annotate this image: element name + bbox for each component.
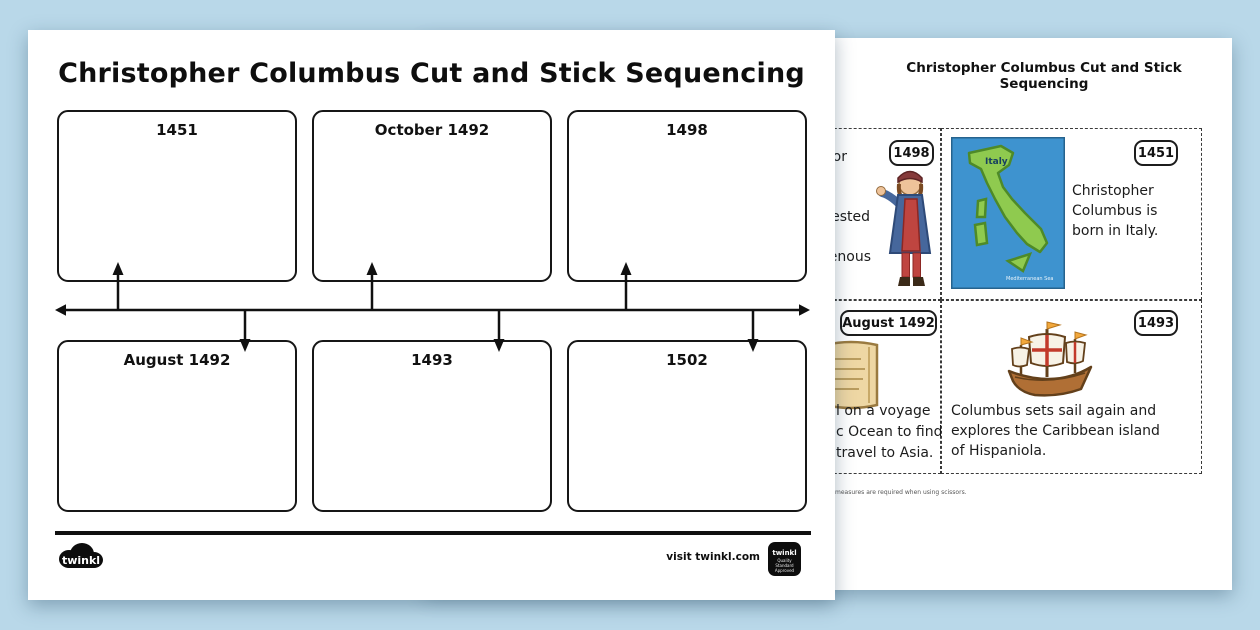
twinkl-logo: twinkl	[59, 543, 103, 568]
ship-illustration	[1007, 321, 1093, 397]
card-1498-text-fragment: enous	[828, 249, 871, 265]
card-august-1492-text-fragment: l on a voyage	[836, 403, 931, 419]
parchment-illustration	[823, 340, 879, 410]
columbus-figure-illustration	[876, 170, 932, 286]
card-1493-text-line: explores the Caribbean island	[951, 423, 1160, 439]
page1-title: Christopher Columbus Cut and Stick Seque…	[58, 58, 805, 89]
cutout-card-1493: 1493 Columbus sets sail again and explor…	[941, 300, 1202, 474]
badge-subtext: Quality Standard	[775, 558, 794, 568]
timeline-box-label: 1502	[666, 351, 708, 369]
timeline-right-arrowhead	[799, 304, 810, 316]
footer-divider-line	[55, 531, 811, 535]
year-badge-1451: 1451	[1134, 140, 1178, 166]
timeline-box-1498: 1498	[567, 110, 807, 282]
card-1498-text-fragment: or	[832, 149, 847, 165]
year-badge-1498: 1498	[889, 140, 934, 166]
timeline-box-1502: 1502	[567, 340, 807, 512]
twinkl-quality-badge: twinkl Quality Standard Approved	[768, 542, 801, 576]
badge-subtext: Approved	[774, 568, 795, 573]
timeline-box-october-1492: October 1492	[312, 110, 552, 282]
card-1498-text-fragment: ested	[831, 209, 870, 225]
worksheet-page-1: Christopher Columbus Cut and Stick Seque…	[28, 30, 835, 600]
timeline-box-august-1492: August 1492	[57, 340, 297, 512]
card-august-1492-text-fragment: c Ocean to find	[836, 424, 943, 440]
card-1493-text: Columbus sets sail again and explores th…	[951, 401, 1196, 461]
year-badge-1493: 1493	[1134, 310, 1178, 336]
card-1451-text-line: born in Italy.	[1072, 223, 1159, 239]
map-country-label: Italy	[985, 157, 1008, 167]
card-august-1492-text-fragment: travel to Asia.	[836, 445, 934, 461]
timeline-box-1451: 1451	[57, 110, 297, 282]
year-badge-august-1492: August 1492	[840, 310, 937, 336]
timeline-box-label: 1451	[156, 121, 198, 139]
timeline-box-label: August 1492	[123, 351, 231, 369]
timeline-box-label: 1493	[411, 351, 453, 369]
timeline-box-1493: 1493	[312, 340, 552, 512]
twinkl-logo-text: twinkl	[62, 554, 100, 567]
visit-twinkl-link-text: visit twinkl.com	[666, 551, 760, 563]
card-1451-text-line: Christopher	[1072, 183, 1154, 199]
badge-brand-text: twinkl	[772, 549, 797, 557]
italy-map-illustration: Italy Mediterranean Sea	[951, 137, 1065, 289]
card-1451-text-line: Columbus is	[1072, 203, 1158, 219]
card-1493-text-line: of Hispaniola.	[951, 443, 1047, 459]
map-sea-label: Mediterranean Sea	[1006, 276, 1053, 282]
card-1451-text: Christopher Columbus is born in Italy.	[1072, 181, 1200, 241]
card-1493-text-line: Columbus sets sail again and	[951, 403, 1157, 419]
timeline-box-label: 1498	[666, 121, 708, 139]
card-august-1492-text: l on a voyage c Ocean to find travel to …	[836, 401, 942, 464]
scissors-safety-note: measures are required when using scissor…	[835, 489, 967, 496]
timeline-box-label: October 1492	[374, 121, 490, 139]
page2-title: Christopher Columbus Cut and Stick Seque…	[906, 60, 1182, 92]
cutout-card-1451: Italy Mediterranean Sea 1451 Christopher…	[941, 128, 1202, 300]
timeline-left-arrowhead	[55, 304, 66, 316]
